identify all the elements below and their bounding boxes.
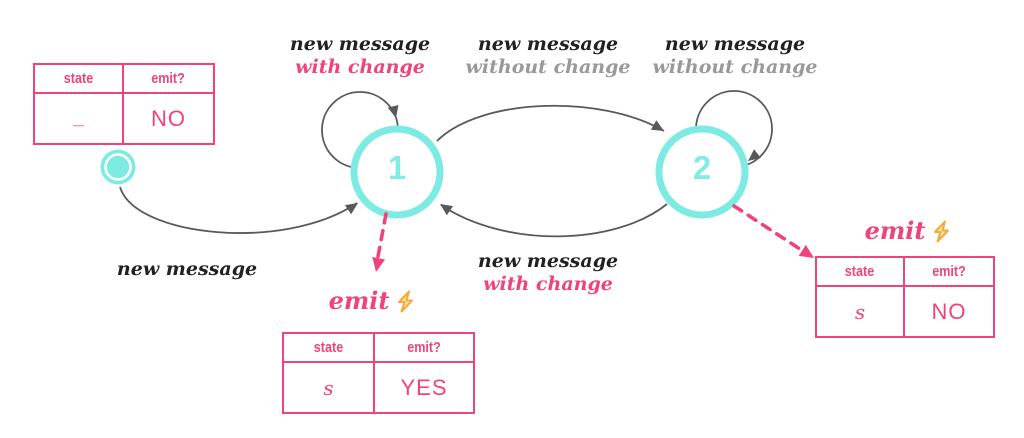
state-2-label: 2 bbox=[692, 149, 712, 186]
label-2-to-1: new message with change bbox=[448, 250, 648, 296]
table-cell-emit: YES bbox=[373, 361, 475, 414]
state-1-label: 1 bbox=[387, 149, 407, 186]
emit-label-state2: emit bbox=[823, 216, 993, 245]
state1-emit-table: state emit? s YES bbox=[282, 332, 475, 414]
start-state-marker bbox=[100, 149, 136, 185]
table-header-emit: emit? bbox=[122, 63, 215, 94]
emit-text: emit bbox=[864, 216, 926, 245]
table-cell-state: _ bbox=[33, 92, 124, 145]
emit-label-state1: emit bbox=[287, 286, 457, 315]
transition-start-to-1 bbox=[119, 186, 358, 234]
label-line: with change bbox=[483, 273, 613, 295]
table-header-state: state bbox=[282, 332, 375, 363]
emit-arrow-state2 bbox=[732, 204, 808, 255]
transition-1-to-2 bbox=[436, 104, 665, 142]
state-circle-1 bbox=[350, 125, 444, 219]
table-cell-emit: NO bbox=[903, 285, 995, 338]
label-line: new message bbox=[289, 33, 431, 55]
label-line: new message bbox=[477, 250, 619, 272]
state2-emit-table: state emit? s NO bbox=[815, 256, 995, 338]
lightning-icon bbox=[934, 220, 950, 243]
arrowheads-pink bbox=[372, 244, 814, 272]
emit-dashed-arrows bbox=[375, 204, 808, 264]
table-header-emit: emit? bbox=[373, 332, 475, 363]
table-header-emit: emit? bbox=[903, 256, 995, 287]
emit-arrow-state1 bbox=[375, 212, 388, 264]
emit-text: emit bbox=[328, 286, 390, 315]
table-cell-state: s bbox=[815, 285, 905, 338]
arrowheads-grey bbox=[344, 105, 761, 216]
table-header-state: state bbox=[815, 256, 905, 287]
label-line: new message bbox=[664, 33, 806, 55]
state-circle-2 bbox=[655, 125, 749, 219]
label-start-transition: new message bbox=[87, 258, 287, 281]
label-loop-state2: new message without change bbox=[635, 33, 835, 79]
label-line: new message bbox=[116, 258, 258, 280]
label-loop-state1: new message with change bbox=[260, 33, 460, 79]
lightning-icon bbox=[398, 290, 414, 313]
initial-state-table: state emit? _ NO bbox=[33, 63, 215, 145]
table-header-state: state bbox=[33, 63, 124, 94]
table-cell-state: s bbox=[282, 361, 375, 414]
label-line: without change bbox=[652, 56, 818, 78]
label-1-to-2: new message without change bbox=[448, 33, 648, 79]
label-line: without change bbox=[465, 56, 631, 78]
label-line: with change bbox=[295, 56, 425, 78]
table-cell-emit: NO bbox=[122, 92, 215, 145]
transition-2-to-1 bbox=[440, 203, 668, 238]
label-line: new message bbox=[477, 33, 619, 55]
